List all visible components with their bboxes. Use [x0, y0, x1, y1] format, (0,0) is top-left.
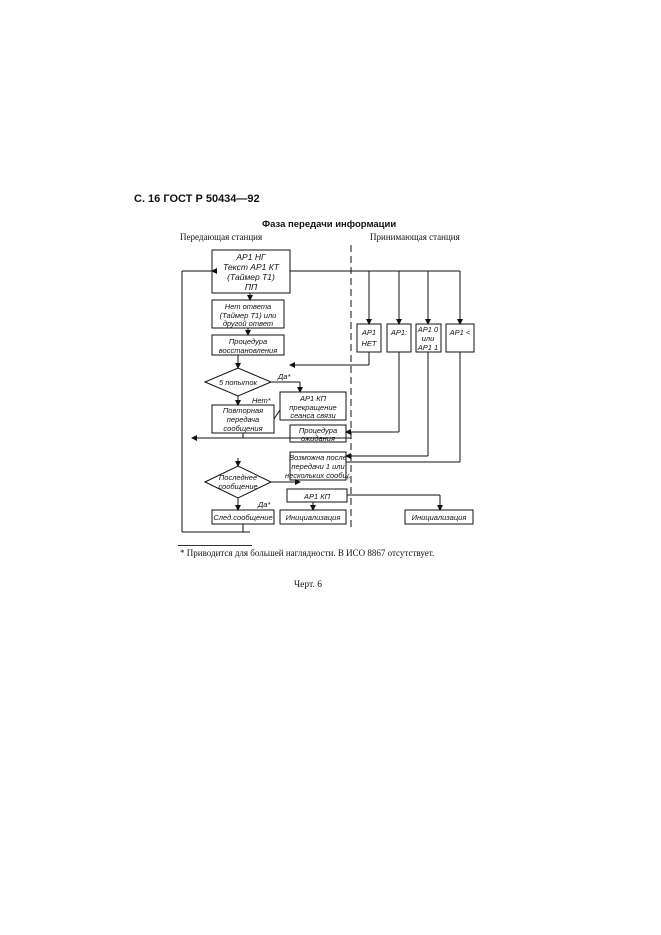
- box-no-answer-line-2: (Таймер Т1) или: [220, 311, 278, 320]
- box-no-answer-line-3: другой ответ: [223, 319, 273, 328]
- box-start-line-4: ПП: [245, 282, 258, 292]
- right-station-label: Принимающая станция: [370, 232, 460, 242]
- diagram-title: Фаза передачи информации: [262, 219, 397, 230]
- box-ap1kp-top-line-2: прекращение: [289, 403, 336, 412]
- decision-five-label: 5 попыток: [219, 378, 258, 387]
- decision-last-line-2: сообщение: [218, 482, 257, 491]
- box-wait-line-2: ожидания: [301, 434, 335, 443]
- decision-five-yes: Да*: [277, 372, 291, 381]
- box-ap1kp-top-line-1: АР1 КП: [299, 394, 327, 403]
- box-ap1kp-top-line-3: сеанса связи: [290, 411, 336, 420]
- rx-box-1-line-2: НЕТ: [362, 339, 378, 348]
- box-possible: [289, 451, 347, 481]
- figure-caption: Черт. 6: [294, 580, 322, 590]
- box-repeat-line-1: Повторная: [223, 406, 263, 415]
- box-possible-line-1: Возможна после: [289, 453, 347, 462]
- box-ap1kp-bottom-label: АР1 КП: [303, 492, 331, 501]
- box-wait-line-1: Процедура: [299, 426, 337, 435]
- footnote-rule: [178, 545, 252, 546]
- box-init-right-label: Инициализация: [412, 513, 467, 522]
- box-possible-line-3: нескольких сообщ.: [285, 471, 351, 480]
- rx-box-4-label: АР1 <: [449, 328, 471, 337]
- box-ap1kp-top: [279, 391, 347, 421]
- box-no-answer-line-1: Нет ответа: [225, 302, 271, 311]
- box-recovery-line-1: Процедура: [229, 337, 267, 346]
- rx-box-3-line-1: АР1 0: [417, 325, 439, 334]
- decision-last-line-1: Последнее: [219, 473, 257, 482]
- decision-last-yes: Да*: [257, 500, 271, 509]
- page-header: С. 16 ГОСТ Р 50434—92: [134, 193, 260, 205]
- box-start-line-3: (Таймер Т1): [227, 272, 275, 282]
- box-next-message-label: След.сообщение: [213, 513, 272, 522]
- rx-box-3-line-3: АР1 1: [417, 343, 438, 352]
- rx-box-2-label: АР1:: [390, 328, 407, 337]
- rx-box-3-line-2: или: [422, 334, 435, 343]
- box-start-line-2: Текст АР1 КТ: [223, 262, 280, 272]
- box-start-line-1: АР1 НГ: [235, 252, 267, 262]
- box-repeat-line-3: сообщения: [223, 424, 262, 433]
- box-recovery-line-2: восстановления: [219, 346, 277, 355]
- rx-box-1-line-1: АР1: [361, 328, 376, 337]
- decision-five-no: Нет*: [252, 396, 272, 405]
- footnote: * Приводится для большей наглядности. В …: [180, 548, 435, 558]
- box-repeat-line-2: передача: [227, 415, 259, 424]
- left-station-label: Передающая станция: [180, 232, 263, 242]
- box-possible-line-2: передачи 1 или: [291, 462, 345, 471]
- box-init-left-label: Инициализация: [286, 513, 341, 522]
